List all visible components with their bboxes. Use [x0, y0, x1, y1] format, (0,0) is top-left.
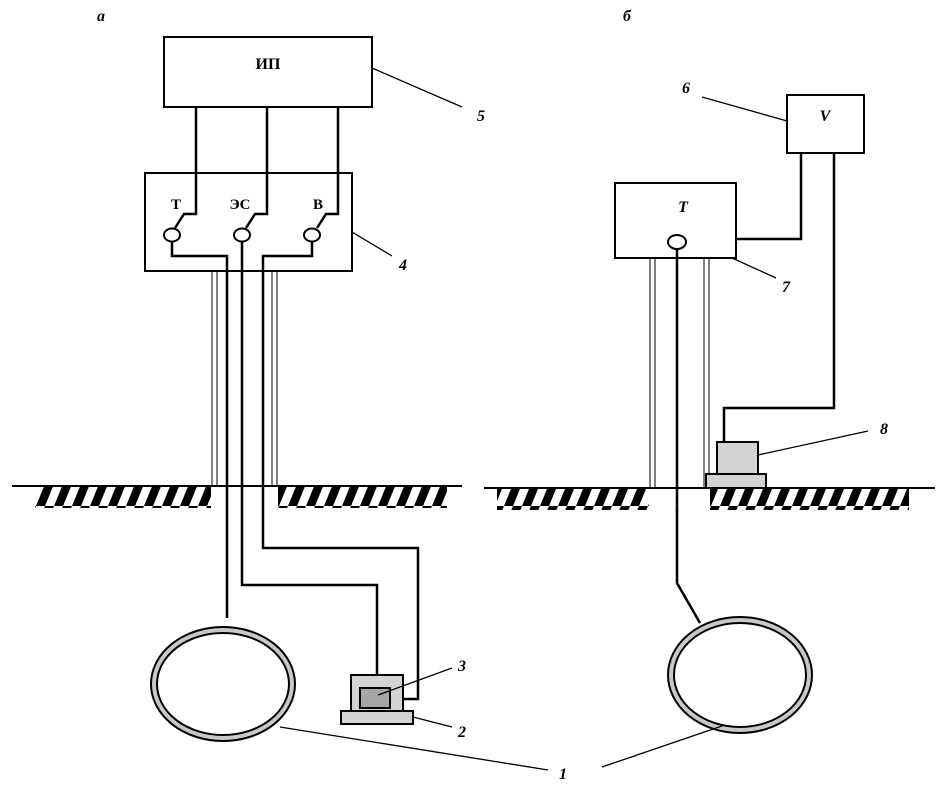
meter-box-label: Т: [678, 199, 689, 216]
leader-1a: [279, 726, 549, 771]
leader-8: [757, 430, 869, 456]
cable-conduit-b: [649, 258, 710, 487]
wire-meter-to-voltmeter: [736, 153, 803, 241]
ground-surface-b: [484, 487, 935, 512]
surface-electrode: [705, 441, 767, 489]
panel-a-label: а: [97, 8, 105, 25]
wire-meter-to-pipe: [675, 249, 702, 624]
voltmeter-wires: [675, 153, 836, 624]
callout-2: 2: [457, 724, 466, 741]
callout-5: 5: [477, 108, 485, 125]
terminal-t: [163, 227, 181, 243]
surface-electrode-body: [716, 441, 759, 475]
callout-8: 8: [880, 421, 888, 438]
signal-wires: [170, 241, 420, 701]
leader-lines-a: [279, 67, 549, 771]
meter-box: Т: [614, 182, 737, 259]
surface-electrode-base: [705, 473, 767, 489]
pipeline-b: [667, 616, 813, 734]
wire-es: [244, 107, 269, 229]
callout-3: 3: [457, 658, 466, 675]
terminal-es: [233, 227, 251, 243]
power-source-wires: [173, 107, 340, 229]
sensor-element: [359, 687, 391, 709]
ground-surface-a: [12, 485, 462, 508]
voltmeter-label: V: [820, 108, 832, 125]
power-source-label: ИП: [256, 56, 281, 73]
pipe-ring-inner: [156, 632, 290, 736]
leader-5: [371, 67, 463, 108]
conduit-gap-b: [649, 489, 710, 510]
reference-electrode: [340, 674, 414, 725]
panel-b-label: б: [623, 8, 632, 25]
voltmeter-box: [786, 94, 865, 154]
leader-6: [701, 96, 788, 122]
wire-v: [315, 107, 340, 229]
callout-6: 6: [682, 80, 690, 97]
switch-label-t: Т: [171, 197, 181, 213]
leader-lines-b: [601, 96, 869, 768]
terminal-v: [303, 227, 321, 243]
callout-7: 7: [782, 279, 791, 296]
leader-1b: [601, 725, 723, 768]
leader-2: [412, 716, 453, 728]
power-source-box: [163, 36, 373, 108]
switch-label-v: В: [313, 197, 323, 213]
electrode-base: [340, 710, 414, 725]
wire-to-electrode: [240, 241, 379, 675]
wire-t: [173, 107, 198, 229]
conduit-gap: [211, 487, 278, 508]
wire-voltmeter-to-electrode: [722, 153, 836, 442]
power-source: ИП: [163, 36, 373, 108]
cable-conduit: [211, 271, 278, 486]
pipe-ring-inner-b: [673, 622, 807, 728]
switch-box: Т ЭС В: [144, 172, 353, 272]
pipeline-a: [150, 626, 296, 742]
voltmeter: V: [786, 94, 865, 154]
wire-to-sensor: [261, 241, 420, 701]
meter-terminal: [667, 234, 687, 250]
callout-4: 4: [398, 257, 407, 274]
wire-to-pipe: [170, 241, 229, 618]
leader-3: [377, 667, 453, 696]
leader-7: [731, 257, 777, 279]
switch-label-es: ЭС: [229, 197, 250, 213]
callout-1: 1: [559, 766, 567, 783]
leader-4: [351, 231, 393, 257]
